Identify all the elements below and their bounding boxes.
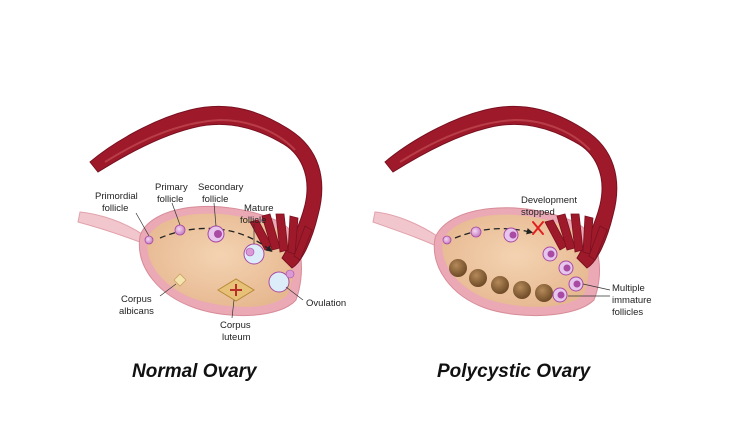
- pco-fimbriae: [544, 213, 608, 261]
- polycystic-title: Polycystic Ovary: [437, 361, 592, 382]
- normal-ovary-body: [147, 213, 293, 307]
- label-secondary-follicle: Secondary follicle: [198, 182, 246, 205]
- label-corpus-albicans: Corpus albicans: [119, 294, 154, 317]
- ovulation-follicle: [268, 269, 295, 293]
- secondary-follicle: [207, 225, 225, 243]
- label-mature-follicle: Mature follicle: [240, 203, 276, 226]
- normal-ovary-group: Primordial follicle Primary follicle Sec…: [77, 105, 346, 382]
- label-ovulation: Ovulation: [306, 298, 346, 309]
- pco-cysts: [449, 259, 553, 302]
- label-primary-follicle: Primary follicle: [155, 182, 190, 205]
- primary-follicle: [174, 224, 186, 236]
- label-development-stopped: Development stopped: [521, 195, 580, 218]
- label-corpus-luteum: Corpus luteum: [220, 320, 253, 343]
- cyst: [491, 276, 509, 294]
- corpus-luteum: [217, 278, 255, 302]
- pco-leader-lines: [568, 283, 611, 297]
- mature-follicle: [243, 243, 265, 265]
- normal-leader-lines: [135, 202, 304, 319]
- pco-primary-follicle: [470, 226, 482, 238]
- label-primordial-follicle: Primordial follicle: [95, 191, 140, 214]
- corpus-albicans: [173, 273, 187, 287]
- cyst: [535, 284, 553, 302]
- cyst: [513, 281, 531, 299]
- pco-secondary-follicle: [503, 227, 519, 243]
- cyst: [469, 269, 487, 287]
- polycystic-ovary-group: Development stopped Multiple immature fo…: [372, 105, 654, 382]
- primordial-follicle: [144, 235, 154, 245]
- pco-primordial-follicle: [442, 235, 452, 245]
- normal-fimbriae: [249, 213, 313, 261]
- label-multiple-immature-follicles: Multiple immature follicles: [612, 283, 654, 318]
- pco-immature-follicles: [542, 246, 584, 303]
- x-mark-icon: [532, 221, 544, 235]
- cyst: [449, 259, 467, 277]
- normal-title: Normal Ovary: [132, 361, 258, 382]
